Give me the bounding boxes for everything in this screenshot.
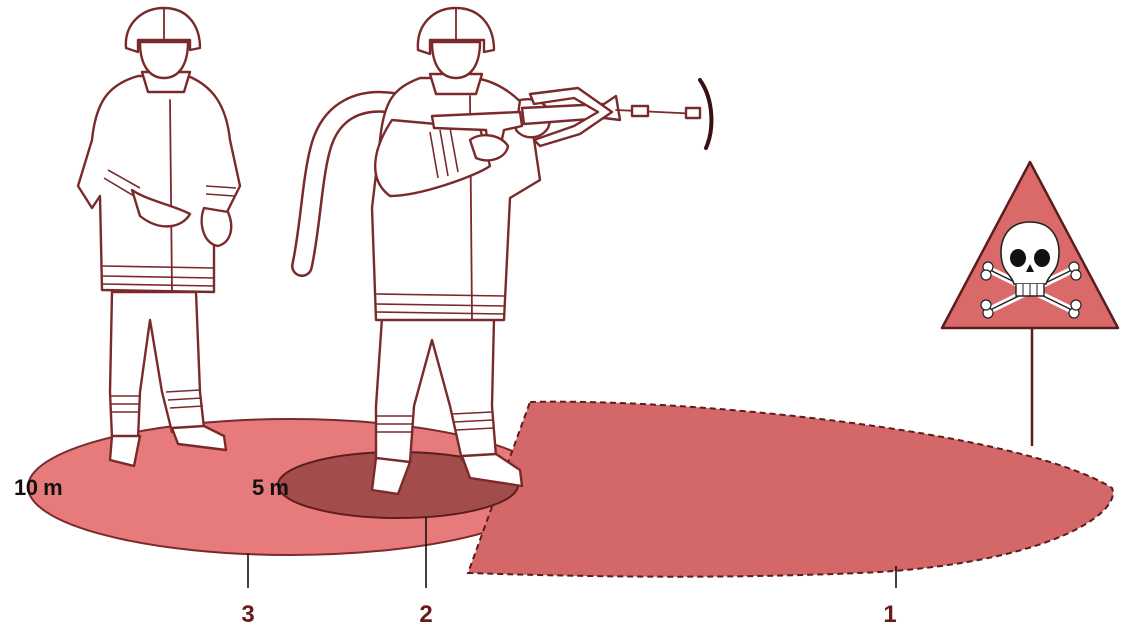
callout-number-2: 2	[419, 601, 432, 628]
outer-radius-label: 10 m	[14, 475, 62, 500]
callout-number-1: 1	[883, 601, 896, 628]
inner-radius-label: 5 m	[252, 475, 288, 500]
skull-crossbones-warning-icon	[942, 162, 1118, 328]
danger-area	[468, 402, 1113, 577]
callout-number-3: 3	[241, 601, 254, 628]
firefighter-standing-icon	[78, 8, 240, 466]
